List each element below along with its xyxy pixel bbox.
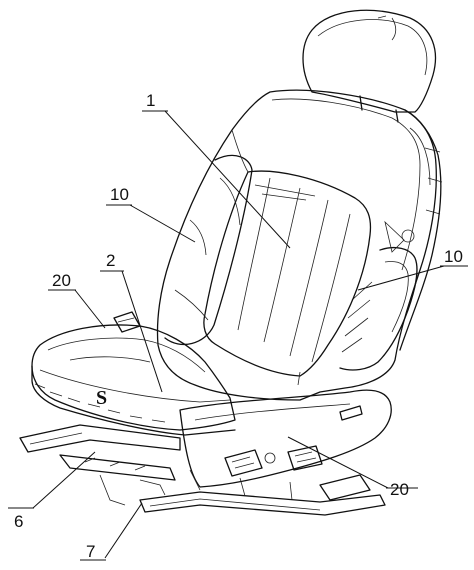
seat-mark-s: S: [96, 387, 107, 409]
label-7: 7: [80, 542, 106, 561]
svg-text:7: 7: [86, 542, 95, 561]
backrest-shell: [156, 89, 443, 401]
svg-text:20: 20: [52, 271, 71, 290]
leader-lines: [32, 110, 445, 559]
headrest: [302, 9, 437, 123]
svg-text:6: 6: [14, 512, 23, 531]
label-20-left: 20: [48, 271, 76, 291]
seat-side-trim: [179, 389, 392, 488]
svg-text:2: 2: [106, 251, 115, 270]
backrest-center-panel: [203, 170, 372, 386]
side-bolster-right: [339, 220, 418, 371]
seat-base-frame: [19, 424, 386, 516]
reference-labels: 1 10 10 2 20 20 6 7: [8, 91, 468, 561]
label-20-right: 20: [386, 480, 418, 499]
label-2: 2: [100, 251, 124, 272]
label-10-right: 10: [440, 247, 468, 267]
label-1-backrest: 1: [142, 91, 168, 112]
svg-text:10: 10: [110, 185, 129, 204]
label-6: 6: [8, 507, 34, 531]
svg-text:1: 1: [146, 91, 155, 110]
svg-text:20: 20: [390, 480, 409, 499]
svg-text:10: 10: [444, 247, 463, 266]
label-10-left: 10: [106, 185, 132, 206]
side-bolster-left: [164, 129, 253, 346]
